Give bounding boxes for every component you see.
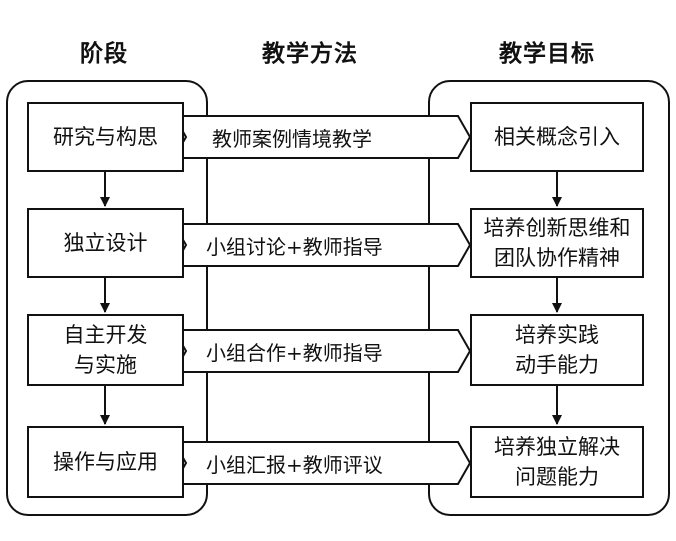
goal-box-problem-solving: 培养独立解决 问题能力: [470, 426, 644, 498]
stage-box-application: 操作与应用: [27, 426, 184, 498]
method-label-case-teaching: 教师案例情境教学: [210, 123, 374, 152]
stage-box-research: 研究与构思: [27, 102, 184, 172]
method-label-cooperation: 小组合作+教师指导: [204, 337, 385, 366]
goal-box-concepts: 相关概念引入: [470, 102, 644, 172]
method-label-report: 小组汇报+教师评议: [204, 449, 385, 478]
goal-box-innovation: 培养创新思维和 团队协作精神: [470, 208, 644, 278]
stage-group-frame: [6, 80, 208, 516]
goal-box-practice: 培养实践 动手能力: [470, 314, 644, 386]
method-label-discussion: 小组讨论+教师指导: [204, 231, 385, 260]
header-method: 教学方法: [262, 41, 358, 67]
stage-box-design: 独立设计: [27, 208, 184, 278]
header-goal: 教学目标: [499, 41, 595, 67]
goal-group-frame: [428, 80, 670, 516]
header-stage: 阶段: [80, 41, 128, 67]
stage-box-development: 自主开发 与实施: [27, 314, 184, 386]
